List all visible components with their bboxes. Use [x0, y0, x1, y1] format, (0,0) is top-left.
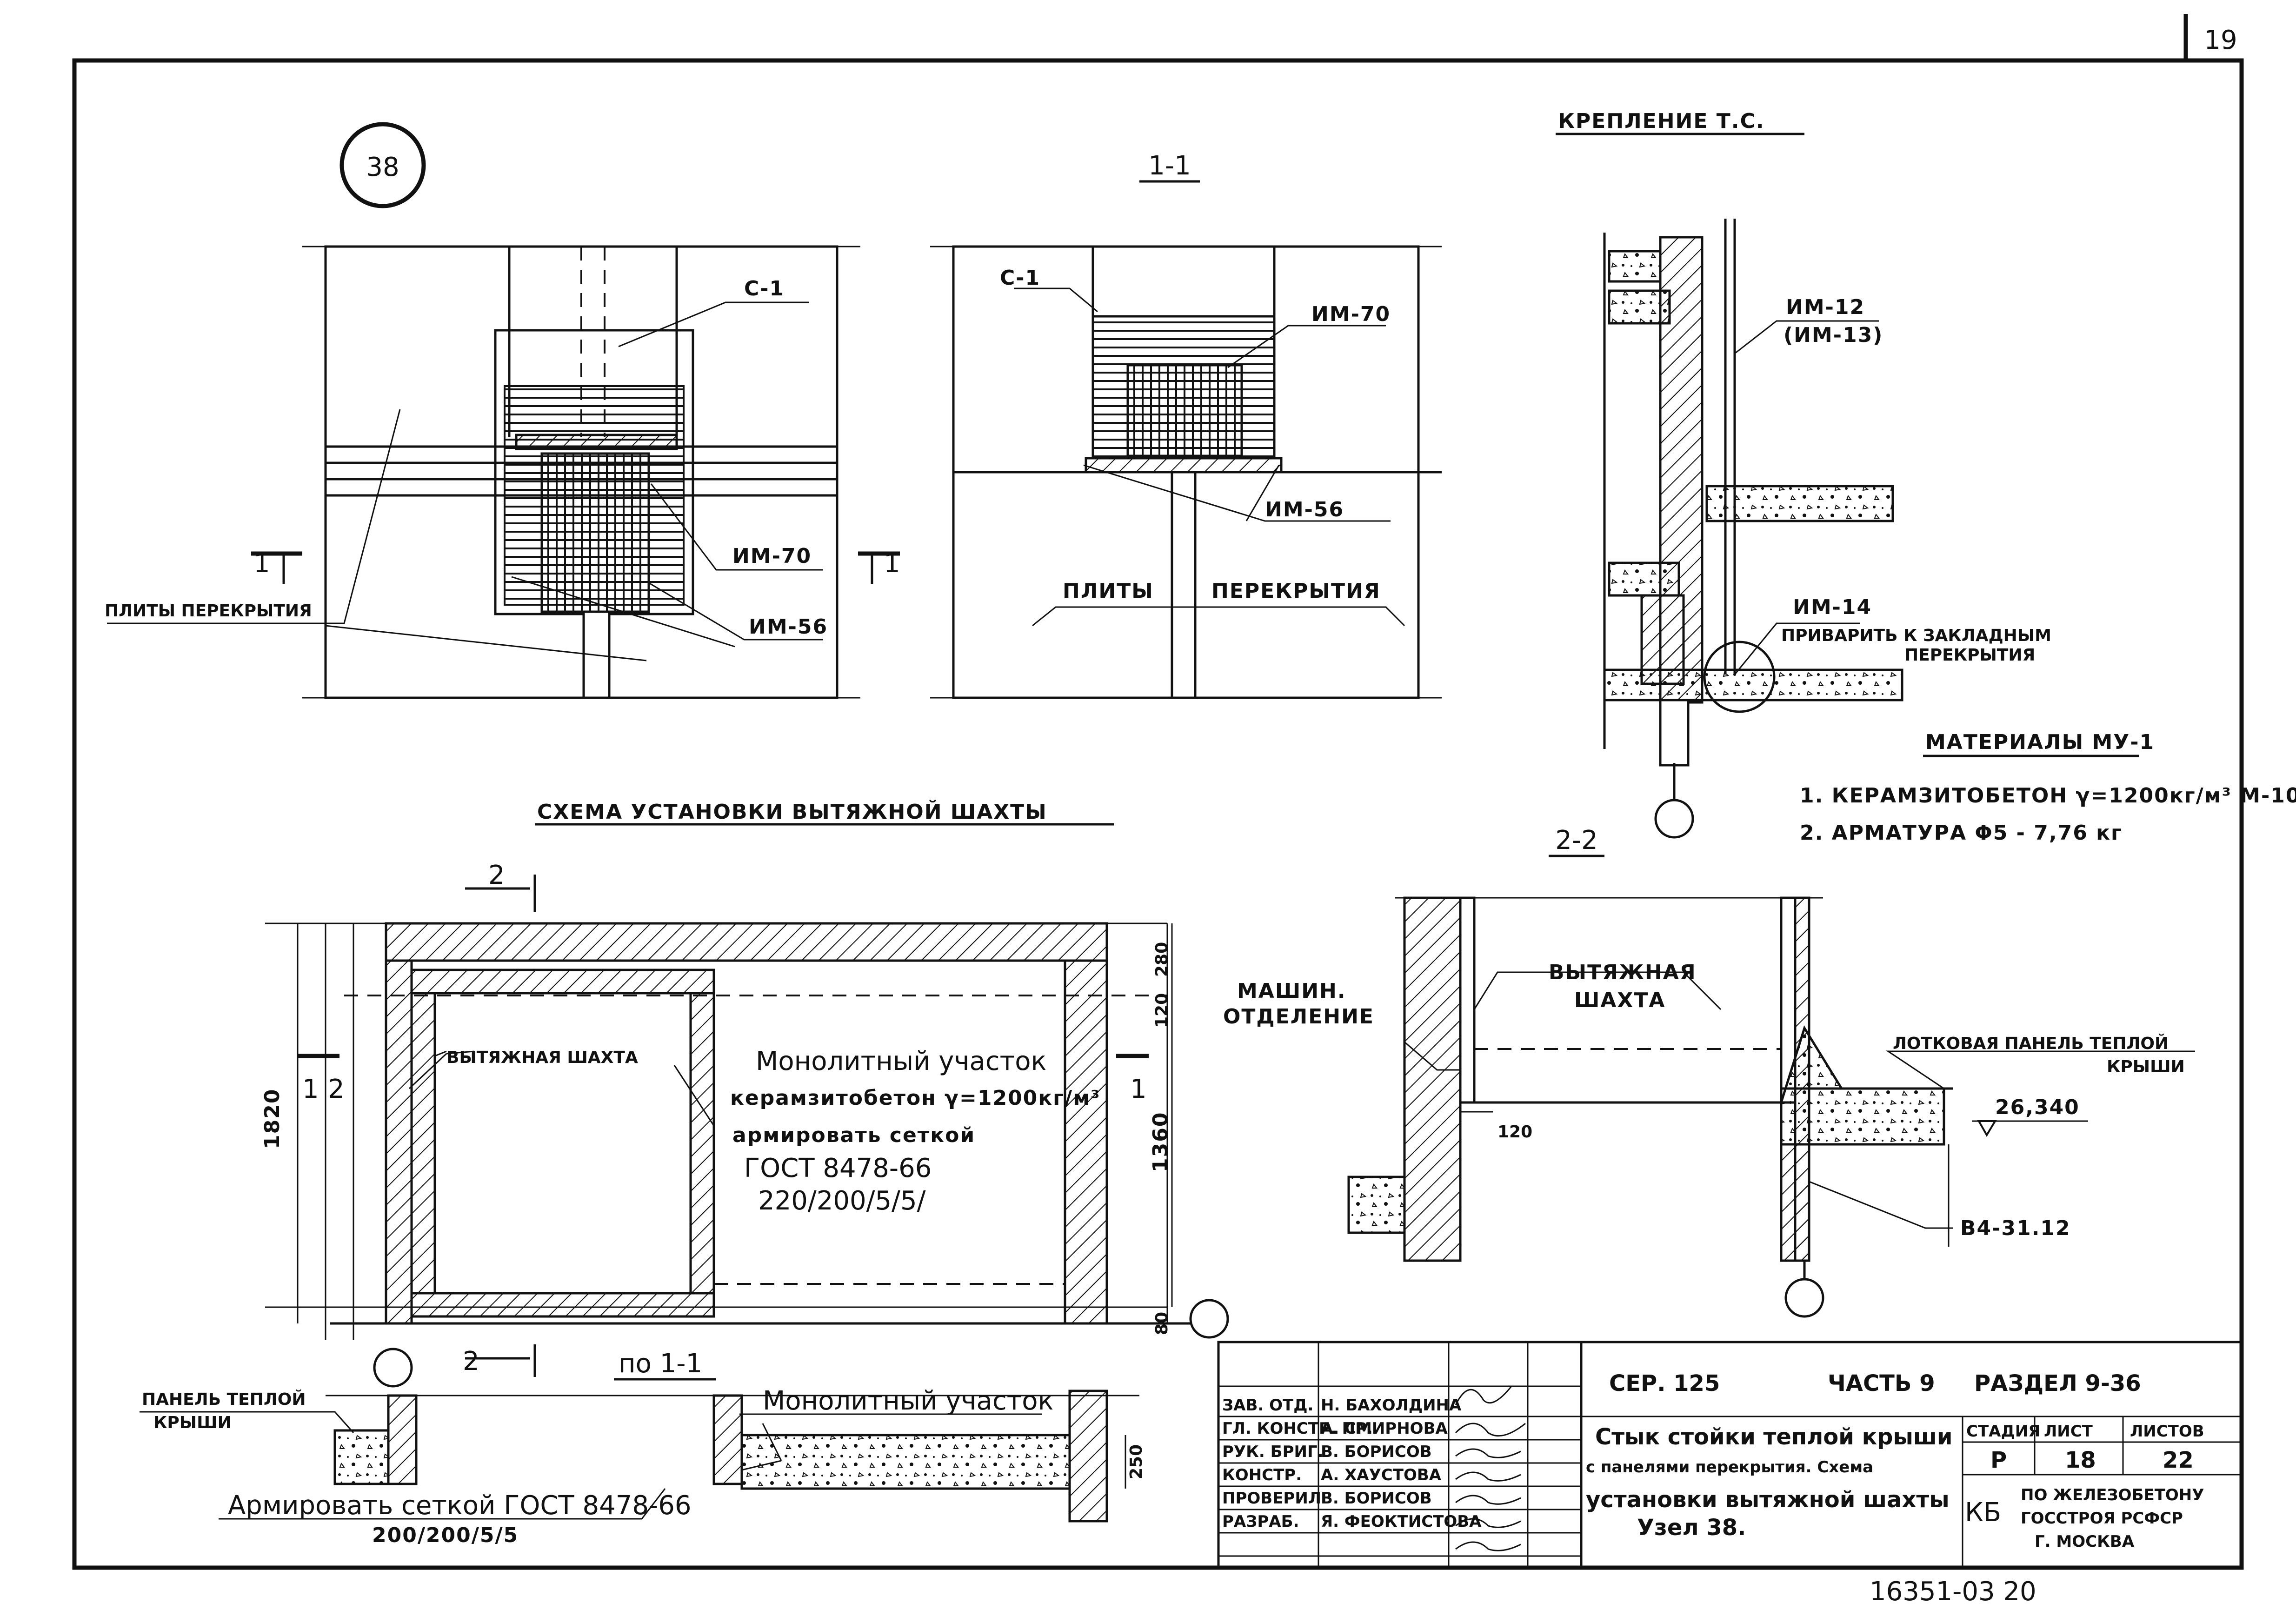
tb-org-code: КБ — [1965, 1497, 2001, 1528]
fastening-im12-label: ИМ-12 — [1786, 295, 1865, 319]
stamp-number: 16351-03 20 — [1870, 1577, 2036, 1607]
scheme-dim-120: 120 — [1152, 993, 1171, 1028]
section-1-1-slabs-label-a: ПЛИТЫ — [1063, 579, 1154, 603]
tb-role-6: РАЗРАБ. — [1222, 1512, 1299, 1531]
scheme-plan-view — [265, 875, 1229, 1388]
scheme-monolith-line-5: 220/200/5/5/ — [758, 1186, 926, 1216]
plan-im56-label: ИМ-56 — [749, 615, 828, 639]
tb-series: СЕР. 125 — [1609, 1370, 1720, 1396]
section-1-1-im70-label: ИМ-70 — [1311, 302, 1391, 326]
tb-role-4: КОНСТР. — [1222, 1466, 1302, 1484]
tb-name-2: А. СМИРНОВА — [1321, 1419, 1448, 1438]
fastening-im14-label: ИМ-14 — [1793, 595, 1872, 619]
scheme-monolith-line-4: ГОСТ 8478-66 — [744, 1153, 932, 1183]
tb-part: ЧАСТЬ 9 — [1828, 1370, 1935, 1396]
section-by-1-1-title: по 1-1 — [619, 1349, 702, 1379]
section-2-2-view — [1347, 896, 2195, 1318]
plan-node-view — [107, 245, 900, 699]
fastening-weld-label-2: ПЕРЕКРЫТИЯ — [1904, 646, 2035, 665]
tb-role-3: РУК. БРИГ. — [1222, 1443, 1324, 1461]
tb-name-1: Н. БАХОЛДИНА — [1321, 1396, 1462, 1415]
materials-item-1: 1. КЕРАМЗИТОБЕТОН γ=1200кг/м³ М-100 — [1800, 784, 2296, 808]
tb-value-sheets: 22 — [2163, 1447, 2194, 1473]
scheme-mark-left-2: 2 — [328, 1074, 345, 1104]
tb-role-1: ЗАВ. ОТД. — [1222, 1396, 1313, 1415]
plan-im70-label: ИМ-70 — [732, 544, 812, 568]
plan-section-mark-right: 1 — [884, 548, 900, 579]
scheme-dim-1360: 1360 — [1149, 1112, 1172, 1172]
section-by-1-1-reinforce: Армировать сеткой ГОСТ 8478-66 — [228, 1490, 692, 1521]
tb-description-4: Узел 38. — [1637, 1515, 1746, 1541]
section-2-2-tray-2: КРЫШИ — [2107, 1057, 2185, 1076]
section-2-2-elevation: 26,340 — [1995, 1096, 2080, 1119]
tb-section: РАЗДЕЛ 9-36 — [1974, 1370, 2141, 1396]
section-2-2-dim-120: 120 — [1497, 1122, 1532, 1142]
fastening-title: КРЕПЛЕНИЕ Т.С. — [1558, 109, 1764, 133]
section-1-1-im56-label: ИМ-56 — [1265, 498, 1344, 521]
section-by-1-1-view — [140, 1390, 1139, 1523]
section-by-1-1-roof-panel-2: КРЫШИ — [153, 1413, 232, 1432]
tb-header-sheets: ЛИСТОВ — [2130, 1422, 2204, 1441]
fastening-view — [1603, 219, 1903, 839]
tb-org-2: ГОССТРОЯ РСФСР — [2021, 1509, 2183, 1528]
section-1-1-slabs-label-b: ПЕРЕКРЫТИЯ — [1211, 579, 1381, 603]
scheme-shaft-label: ВЫТЯЖНАЯ ШАХТА — [446, 1048, 638, 1067]
fastening-weld-label-1: ПРИВАРИТЬ К ЗАКЛАДНЫМ — [1781, 626, 2051, 645]
section-by-1-1-roof-panel-1: ПАНЕЛЬ ТЕПЛОЙ — [142, 1390, 306, 1409]
tb-name-6: Я. ФЕОКТИСТОВА — [1321, 1512, 1482, 1531]
plan-c1-label: С-1 — [744, 277, 785, 301]
node-number-marker: 38 — [339, 122, 426, 208]
tb-role-5: ПРОВЕРИЛ — [1222, 1489, 1321, 1508]
section-1-1-title: 1-1 — [1148, 151, 1191, 181]
scheme-mark-right-1: 1 — [1130, 1074, 1147, 1104]
section-by-1-1-mesh: 200/200/5/5 — [372, 1523, 519, 1547]
section-by-1-1-monolith: Монолитный участок — [763, 1386, 1053, 1416]
tb-org-3: Г. МОСКВА — [2035, 1532, 2135, 1551]
scheme-monolith-line-1: Монолитный участок — [756, 1046, 1046, 1076]
sheet-frame — [72, 14, 2244, 1570]
scheme-dim-80: 80 — [1152, 1312, 1171, 1335]
scheme-dim-280: 280 — [1152, 942, 1171, 977]
tb-description-2: с панелями перекрытия. Схема — [1586, 1458, 1873, 1476]
plan-section-mark-left: 1 — [253, 548, 270, 579]
tb-role-2: ГЛ. КОНСТР. ПР. — [1222, 1419, 1373, 1438]
scheme-mark-top: 2 — [488, 860, 505, 890]
section-1-1-c1-label: С-1 — [1000, 266, 1040, 290]
plan-slabs-label: ПЛИТЫ ПЕРЕКРЫТИЯ — [105, 601, 312, 621]
section-2-2-machine-1: МАШИН. — [1237, 979, 1346, 1003]
tb-description-3: установки вытяжной шахты — [1586, 1487, 1950, 1513]
section-1-1-view — [930, 245, 1442, 699]
tb-name-5: В. БОРИСОВ — [1321, 1489, 1432, 1508]
materials-title: МАТЕРИАЛЫ МУ-1 — [1925, 730, 2155, 754]
section-2-2-machine-2: ОТДЕЛЕНИЕ — [1223, 1005, 1374, 1029]
page-number: 19 — [2204, 25, 2237, 55]
section-by-1-1-dim-250: 250 — [1127, 1444, 1146, 1479]
section-2-2-tray-1: ЛОТКОВАЯ ПАНЕЛЬ ТЕПЛОЙ — [1893, 1034, 2169, 1053]
scheme-mark-bottom: 2 — [463, 1346, 479, 1376]
scheme-mark-left-1: 1 — [302, 1074, 319, 1104]
tb-value-sheet: 18 — [2065, 1447, 2096, 1473]
tb-header-sheet: ЛИСТ — [2044, 1422, 2093, 1441]
scheme-monolith-line-3: армировать сеткой — [732, 1123, 975, 1147]
tb-org-1: ПО ЖЕЛЕЗОБЕТОНУ — [2021, 1486, 2204, 1504]
section-2-2-title: 2-2 — [1555, 825, 1597, 855]
node-number: 38 — [366, 152, 399, 182]
tb-value-stage: Р — [1990, 1447, 2007, 1473]
tb-header-stage: СТАДИЯ — [1966, 1422, 2040, 1441]
tb-name-3: В. БОРИСОВ — [1321, 1443, 1432, 1461]
scheme-monolith-line-2: керамзитобетон γ=1200кг/м³ — [730, 1086, 1100, 1110]
scheme-title: СХЕМА УСТАНОВКИ ВЫТЯЖНОЙ ШАХТЫ — [537, 799, 1047, 824]
section-2-2-beam: В4-31.12 — [1960, 1216, 2071, 1240]
section-2-2-shaft-2: ШАХТА — [1574, 989, 1665, 1012]
scheme-dim-total: 1820 — [260, 1089, 284, 1149]
materials-item-2: 2. АРМАТУРА Φ5 - 7,76 кг — [1800, 821, 2123, 845]
tb-name-4: А. ХАУСТОВА — [1321, 1466, 1442, 1484]
section-2-2-shaft-1: ВЫТЯЖНАЯ — [1549, 961, 1697, 984]
title-block — [1217, 1341, 2243, 1569]
fastening-im13-label: (ИМ-13) — [1784, 323, 1883, 347]
tb-description-1: Стык стойки теплой крыши — [1595, 1424, 1953, 1450]
